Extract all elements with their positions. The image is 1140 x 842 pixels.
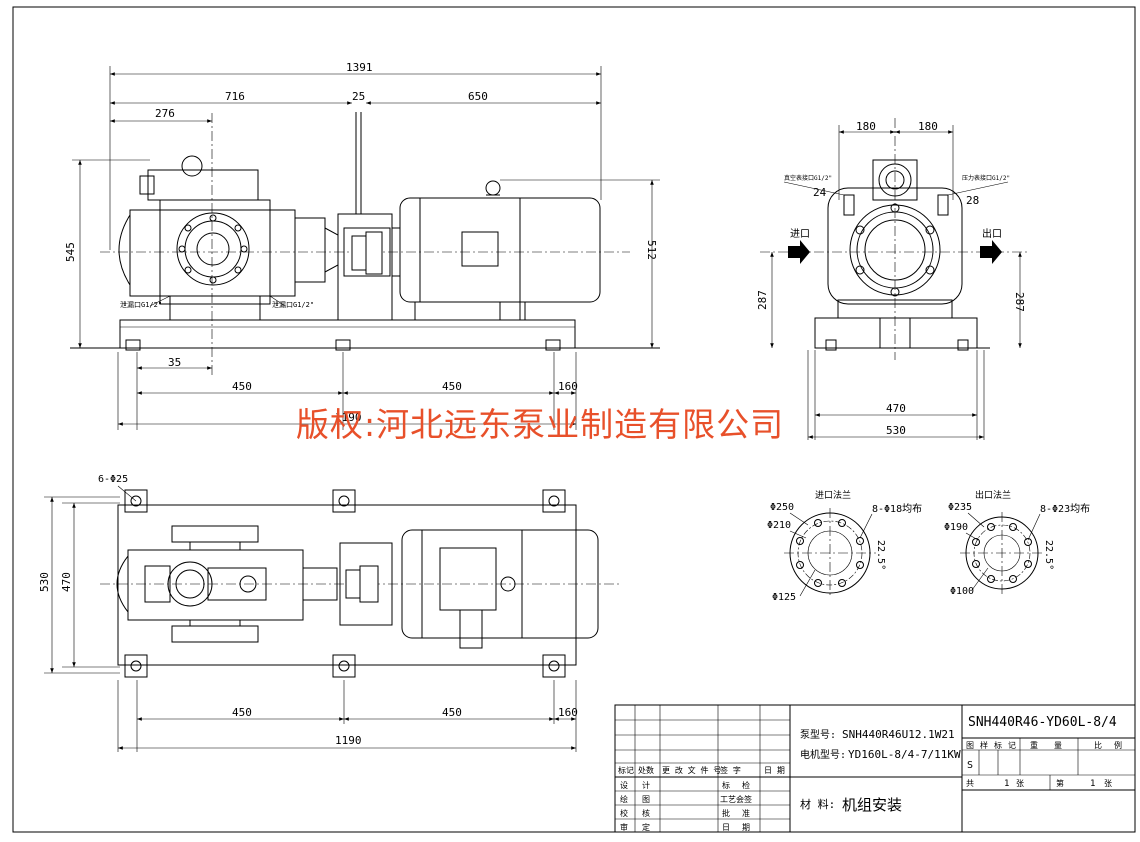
inlet-flange: 进口法兰 Φ250 Φ210 Φ125 8-Φ18均布 22.5° <box>767 489 922 603</box>
sheet-no-unit: 张 <box>1104 779 1112 788</box>
stage-mark: S <box>967 760 973 771</box>
outlet-flange-bore: Φ100 <box>950 586 974 597</box>
row2-b: 图 <box>642 795 650 804</box>
side-outlet-label: 出口 <box>982 227 1002 240</box>
plan-dim-160: 160 <box>558 706 578 719</box>
dim-35: 35 <box>168 356 181 369</box>
pump-model-label: 泵型号: <box>800 728 836 741</box>
inlet-flange-outer: Φ250 <box>770 502 794 513</box>
row4-b: 定 <box>642 822 650 832</box>
sheet-total-label: 共 <box>966 779 974 788</box>
dim-160: 160 <box>558 380 578 393</box>
sheet-no: 1 <box>1090 779 1095 789</box>
side-dim-470: 470 <box>886 402 906 415</box>
dim-545: 545 <box>64 242 77 262</box>
side-dim-28: 28 <box>966 194 979 207</box>
side-dim-287-left: 287 <box>756 290 769 310</box>
dim-450-b: 450 <box>442 380 462 393</box>
row4-d: 期 <box>742 823 750 832</box>
props-h4: 记 <box>1008 741 1016 750</box>
outlet-flange-angle: 22.5° <box>1043 540 1054 570</box>
side-inlet-label: 进口 <box>790 228 810 240</box>
dim-1391: 1391 <box>346 61 373 74</box>
dim-716: 716 <box>225 90 245 103</box>
motor-model: YD160L-8/4-7/11KW <box>848 748 961 761</box>
outlet-flange-outer: Φ235 <box>948 502 972 513</box>
side-dim-530: 530 <box>886 424 906 437</box>
props-h3: 标 <box>994 740 1002 750</box>
props-h2: 样 <box>980 740 988 750</box>
row1-c: 标 <box>722 780 730 790</box>
row3-a: 校 <box>620 808 628 818</box>
row3-c: 批 <box>722 808 730 818</box>
row2-a: 绘 <box>620 794 628 804</box>
pressure-gauge-note: 压力表接口G1/2" <box>962 174 1010 182</box>
motor-model-label: 电机型号: <box>800 748 846 761</box>
row1-d: 检 <box>742 780 750 790</box>
outlet-flange-bolts: 8-Φ23均布 <box>1040 503 1090 515</box>
inlet-flange-bolts: 8-Φ18均布 <box>872 503 922 515</box>
side-dim-180-right: 180 <box>918 120 938 133</box>
props-h5: 重 <box>1030 740 1038 750</box>
inlet-flange-title: 进口法兰 <box>815 489 851 501</box>
title-block: 标记 处数 更 改 文 件 号 签 字 日 期 设 计 标 检 绘 图 工艺会签… <box>614 704 1136 833</box>
rev-header-doc: 更 改 文 件 号 <box>662 765 721 775</box>
row3-d: 准 <box>742 808 750 818</box>
plan-dim-450-a: 450 <box>232 706 252 719</box>
row2-c: 工艺会签 <box>720 794 752 804</box>
props-h1: 图 <box>966 741 974 750</box>
plan-dim-450-b: 450 <box>442 706 462 719</box>
drain-note-left: 泄漏口G1/2" <box>120 300 162 309</box>
drain-note-right: 泄漏口G1/2" <box>272 300 314 309</box>
rev-header-count: 处数 <box>638 765 654 775</box>
drawing-number: SNH440R46-YD60L-8/4 <box>968 715 1117 730</box>
outlet-flange-title: 出口法兰 <box>975 489 1011 501</box>
outlet-flange-pcd: Φ190 <box>944 522 968 533</box>
inlet-flange-angle: 22.5° <box>875 540 886 570</box>
side-dim-180-left: 180 <box>856 120 876 133</box>
sheet-total-unit: 张 <box>1016 779 1024 788</box>
plan-dim-470: 470 <box>60 572 73 592</box>
side-view: 180 180 进口 出口 287 <box>756 118 1030 440</box>
rev-header-date: 日 期 <box>764 766 785 775</box>
sheet-no-label: 第 <box>1056 778 1064 788</box>
row4-c: 日 <box>722 823 730 832</box>
row1-a: 设 <box>620 780 628 790</box>
rev-header-mark: 标记 <box>618 765 634 775</box>
material-value: 机组安装 <box>842 796 902 814</box>
vacuum-gauge-note: 真空表接口G1/2" <box>784 174 832 182</box>
plan-holes-note: 6-Φ25 <box>98 474 128 485</box>
pump-model: SNH440R46U12.1W21 <box>842 728 955 741</box>
watermark: 版权:河北远东泵业制造有限公司 <box>296 405 785 444</box>
sheet-border <box>12 6 1136 833</box>
dim-276: 276 <box>155 107 175 120</box>
plan-dim-1190: 1190 <box>335 734 362 747</box>
sheet-total: 1 <box>1004 779 1009 789</box>
dim-25: 25 <box>352 90 365 103</box>
plan-view: 6-Φ25 530 470 <box>38 474 620 752</box>
outlet-flange: 出口法兰 Φ235 Φ190 Φ100 8-Φ23均布 22.5° <box>944 489 1090 597</box>
inlet-flange-pcd: Φ210 <box>767 520 791 531</box>
row4-a: 审 <box>620 822 628 832</box>
plan-dim-530: 530 <box>38 572 51 592</box>
rev-header-sign: 签 字 <box>720 765 741 775</box>
material-label: 材 料: <box>800 797 835 811</box>
dim-512: 512 <box>645 240 658 260</box>
inlet-flange-bore: Φ125 <box>772 592 796 603</box>
row3-b: 核 <box>642 808 650 818</box>
props-h6: 量 <box>1054 741 1062 750</box>
props-h8: 例 <box>1114 740 1122 750</box>
dim-650: 650 <box>468 90 488 103</box>
side-dim-24: 24 <box>813 186 827 199</box>
row1-b: 计 <box>642 780 650 790</box>
props-h7: 比 <box>1094 740 1102 750</box>
dim-450-a: 450 <box>232 380 252 393</box>
side-dim-287-right: 287 <box>1013 292 1026 312</box>
dim-1190: 1190 <box>335 411 362 424</box>
front-view: 1391 716 650 25 276 545 512 <box>64 61 660 430</box>
